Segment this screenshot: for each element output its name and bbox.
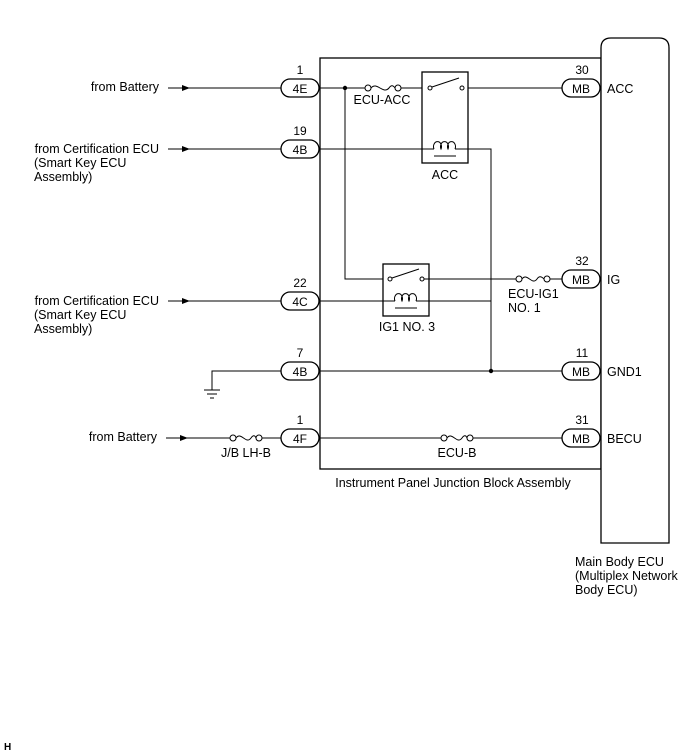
corner-mark: H (4, 742, 11, 753)
fuse-label-ecu-b: ECU-B (438, 446, 477, 460)
relay-label-ig1-no3: IG1 NO. 3 (379, 320, 435, 334)
signal-label-acc: ACC (607, 82, 633, 96)
source-label-battery-2: from Battery (89, 430, 158, 444)
fuse-label-jb-lh-b: J/B LH-B (221, 446, 271, 460)
relay-ig1-no3 (382, 263, 430, 317)
fuse-icon-ecu-acc (364, 84, 402, 92)
connector-pin-number: 19 (293, 124, 307, 138)
connector-pin-number: 1 (297, 63, 304, 77)
fuse-icon-ecu-ig1-no1 (515, 275, 551, 283)
connector-mb-pin-32: 32 MB IG (561, 254, 620, 289)
source-label-cert-ecu-1-line3: Assembly) (34, 170, 92, 184)
connector-pin-number: 30 (575, 63, 589, 77)
connector-code: 4B (293, 143, 308, 157)
connector-4f-pin-1: 1 4F (280, 413, 320, 448)
fuse-label-ecu-ig1-line1: ECU-IG1 (508, 287, 559, 301)
connector-mb-pin-30: 30 MB ACC (561, 63, 633, 98)
connector-code: MB (572, 365, 590, 379)
connector-4b-pin-19: 19 4B (280, 124, 320, 159)
main-ecu-label-line2: (Multiplex Network (575, 569, 679, 583)
signal-label-becu: BECU (607, 432, 642, 446)
connector-pin-number: 11 (576, 346, 589, 360)
connector-pin-number: 1 (297, 413, 304, 427)
connector-code: 4E (293, 82, 308, 96)
signal-label-ig: IG (607, 273, 620, 287)
source-label-cert-ecu-2-line2: (Smart Key ECU (34, 308, 126, 322)
fuse-icon-jb-lh-b (229, 434, 263, 442)
main-ecu-label-line1: Main Body ECU (575, 555, 664, 569)
source-label-battery-1: from Battery (91, 80, 160, 94)
wire-ground (211, 370, 281, 390)
relay-label-acc: ACC (432, 168, 458, 182)
connector-4b-pin-7: 7 4B (280, 346, 320, 381)
junction-dot-ground (488, 368, 494, 374)
source-label-cert-ecu-1-line2: (Smart Key ECU (34, 156, 126, 170)
connector-code: MB (572, 82, 590, 96)
wire-feed-to-ig1-relay (344, 88, 388, 280)
source-label-cert-ecu-1-line1: from Certification ECU (35, 142, 159, 156)
connector-4c-pin-22: 22 4C (280, 276, 320, 311)
connector-pin-number: 7 (297, 346, 304, 360)
connector-mb-pin-31: 31 MB BECU (561, 413, 642, 448)
source-label-cert-ecu-2-line1: from Certification ECU (35, 294, 159, 308)
connector-4e-pin-1: 1 4E (280, 63, 320, 98)
signal-label-gnd1: GND1 (607, 365, 642, 379)
relay-acc (421, 71, 469, 164)
connector-code: 4C (292, 295, 308, 309)
wire-acc-coil-to-ground (468, 148, 492, 371)
connector-code: 4B (293, 365, 308, 379)
fuse-icon-ecu-b (440, 434, 474, 442)
connector-code: MB (572, 273, 590, 287)
fuse-label-ecu-acc: ECU-ACC (354, 93, 411, 107)
source-label-cert-ecu-2-line3: Assembly) (34, 322, 92, 336)
main-ecu-label-line3: Body ECU) (575, 583, 638, 597)
connector-mb-pin-11: 11 MB GND1 (561, 346, 642, 381)
connector-code: 4F (293, 432, 307, 446)
connector-code: MB (572, 432, 590, 446)
connector-pin-number: 32 (575, 254, 589, 268)
junction-block-label: Instrument Panel Junction Block Assembly (335, 476, 571, 490)
main-body-ecu-outline (600, 37, 670, 544)
connector-pin-number: 31 (575, 413, 589, 427)
ground-icon (204, 389, 220, 399)
connector-pin-number: 22 (293, 276, 307, 290)
fuse-label-ecu-ig1-line2: NO. 1 (508, 301, 541, 315)
